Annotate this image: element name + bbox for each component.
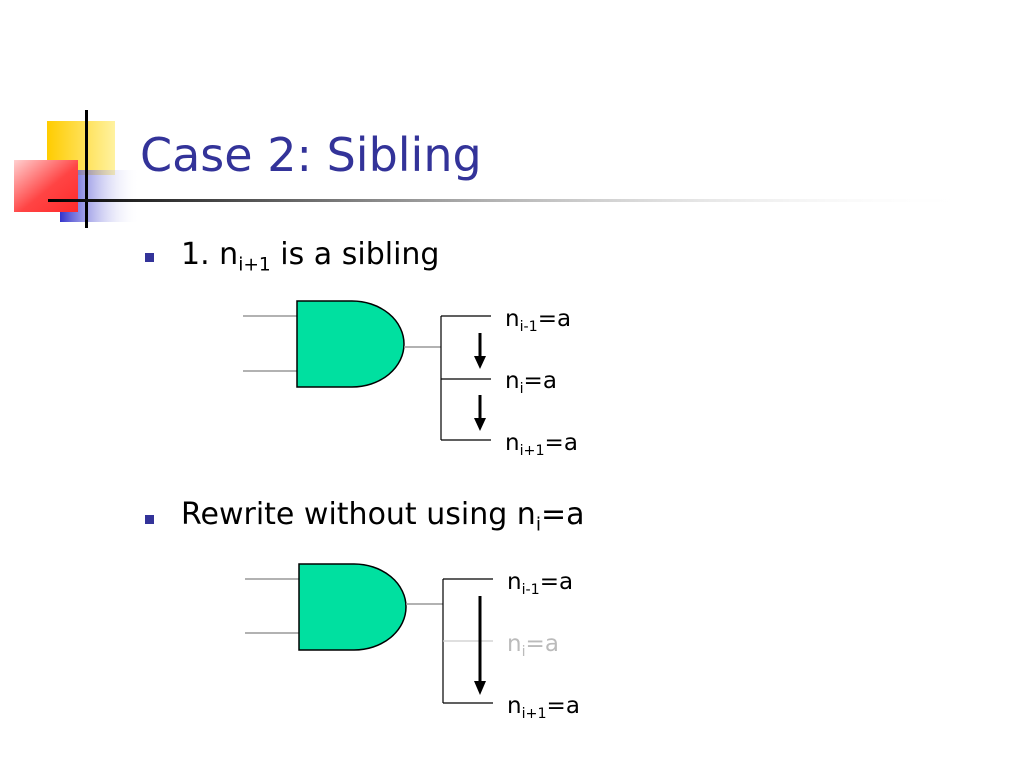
input-wires (243, 315, 297, 372)
label-n-i-minus-1: ni-1=a (505, 306, 572, 335)
label-n-i: ni=a (505, 368, 557, 397)
label-n-i-plus-1: ni+1=a (507, 693, 580, 722)
deco-red-square (14, 160, 78, 212)
bullet-2-text: Rewrite without using ni=a (181, 497, 585, 536)
corner-decoration (14, 110, 978, 228)
title-underline (48, 199, 978, 202)
long-down-arrow-icon (474, 596, 486, 695)
down-arrow-icon (474, 333, 486, 369)
bullet-marker (145, 515, 154, 524)
and-gate-shape (296, 300, 405, 388)
and-gate-shape (298, 563, 407, 651)
bullet-marker (145, 253, 154, 262)
fanout-branches (441, 315, 491, 441)
bullet-1-text: 1. ni+1 is a sibling (181, 237, 440, 276)
deco-vertical-line (85, 110, 88, 228)
label-n-i-plus-1: ni+1=a (505, 430, 578, 459)
label-n-i-minus-1: ni-1=a (507, 569, 574, 598)
down-arrow-icon (474, 395, 486, 431)
input-wires (245, 578, 299, 634)
label-n-i-faded: ni=a (507, 631, 559, 660)
slide-title: Case 2: Sibling (140, 128, 482, 182)
